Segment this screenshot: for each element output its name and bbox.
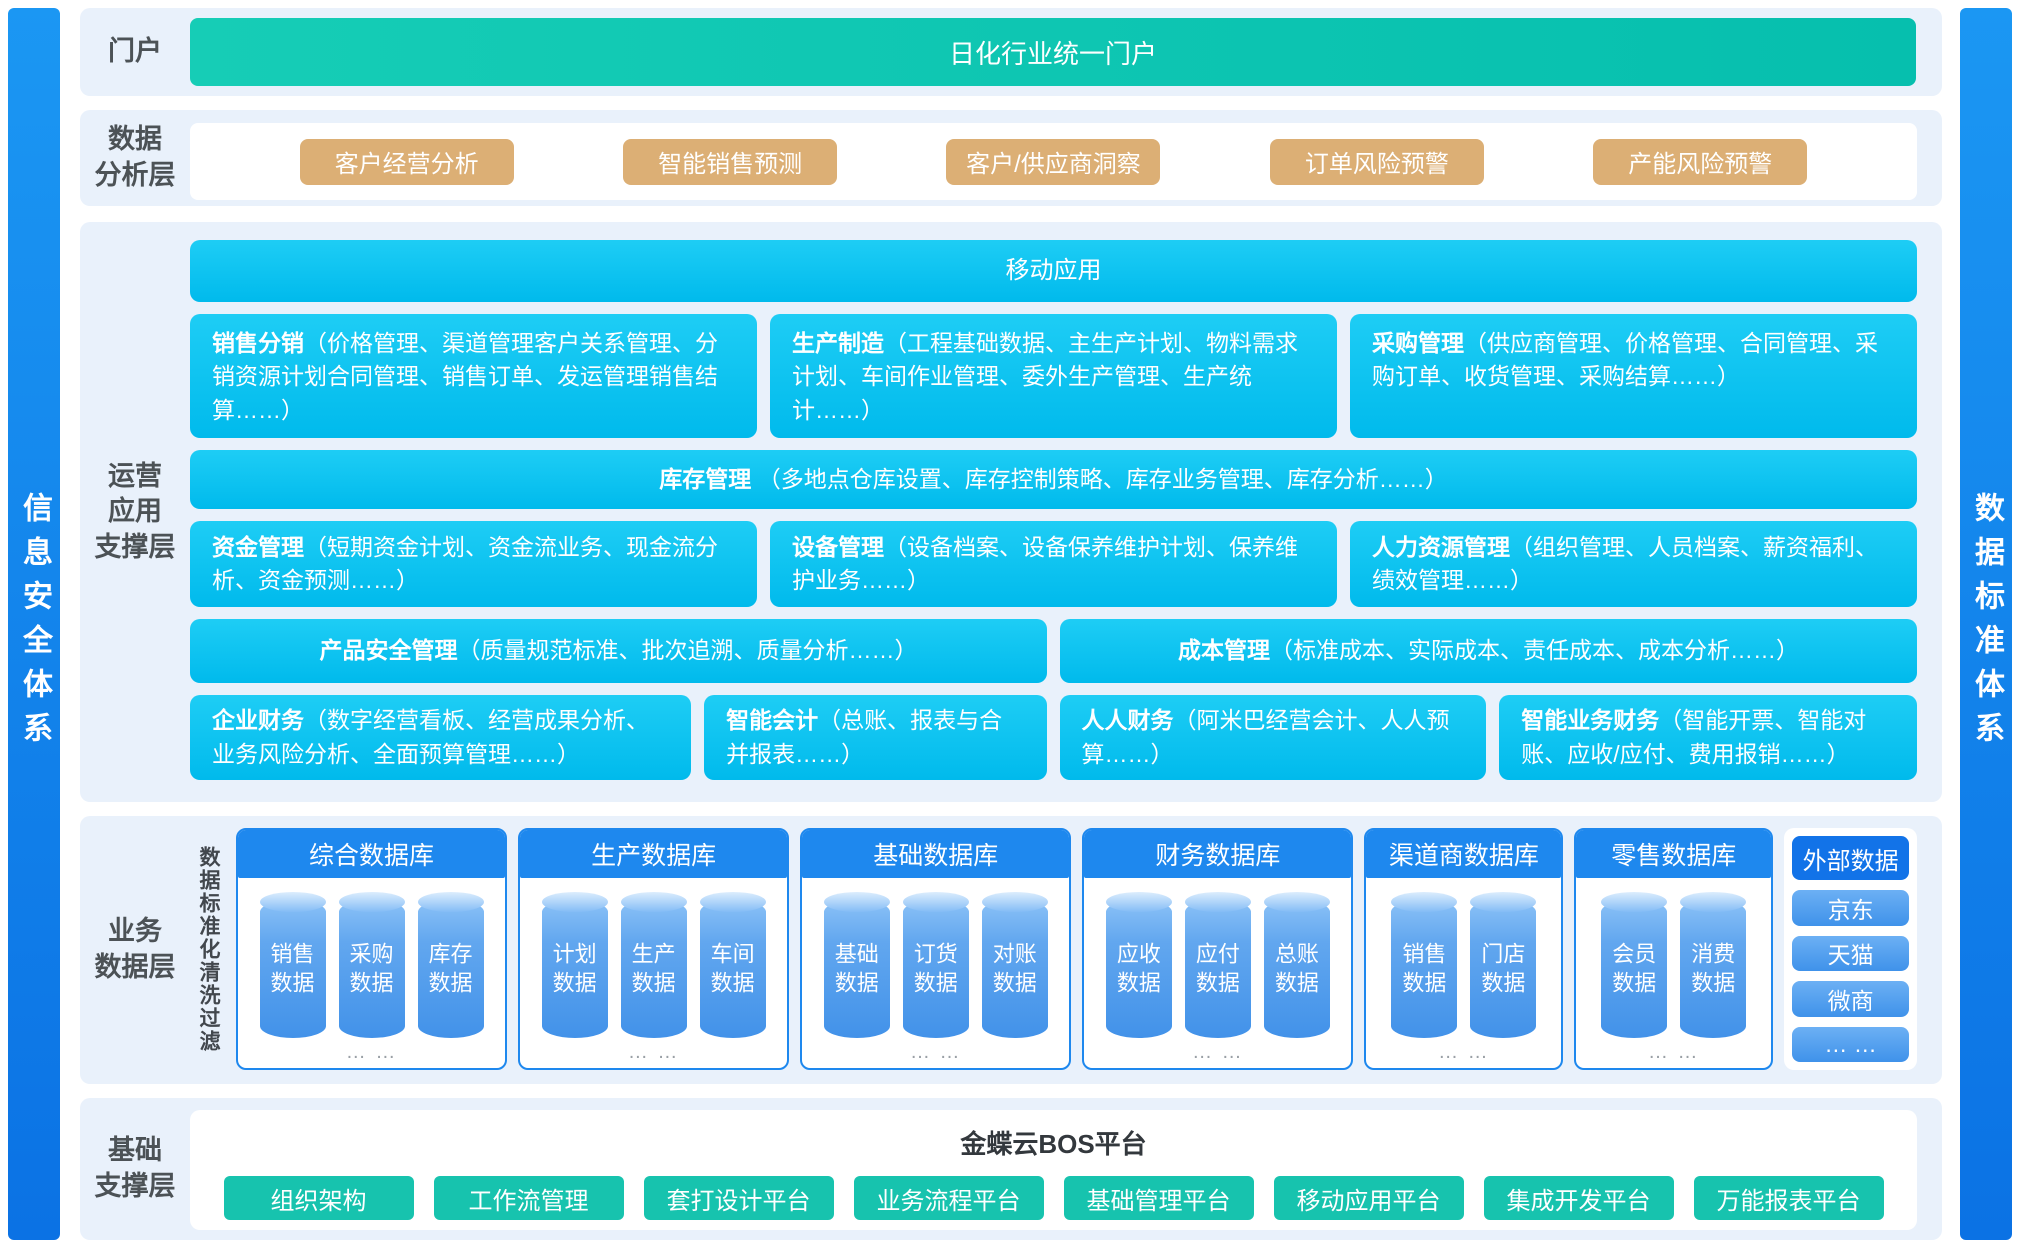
- portal-layer-label: 门户: [108, 36, 162, 67]
- module-procurement: 采购管理（供应商管理、价格管理、合同管理、采购订单、收货管理、采购结算……）: [1350, 314, 1917, 438]
- db-cylinder: 计划数据: [541, 892, 608, 1038]
- external-source-jd: 京东: [1792, 890, 1909, 926]
- db-cylinder: 基础数据: [823, 892, 890, 1038]
- data-standard-label: 数据标准体系: [1970, 492, 2003, 756]
- external-source-tmall: 天猫: [1792, 935, 1909, 971]
- db-cylinder: 应付数据: [1184, 892, 1251, 1038]
- module-sales-distribution: 销售分销（价格管理、渠道管理客户关系管理、分销资源计划合同管理、销售订单、发运管…: [190, 314, 757, 438]
- operations-layer: 运营 应用 支撑层 移动应用 销售分销（价格管理、渠道管理客户关系管理、分销资源…: [80, 222, 1942, 802]
- analysis-item-order-risk: 订单风险预警: [1269, 138, 1484, 185]
- database-group-finance: 财务数据库 应收数据 应付数据 总账数据 … …: [1082, 828, 1354, 1070]
- platform-basic-mgmt: 基础管理平台: [1063, 1176, 1254, 1220]
- analysis-item-sales-forecast: 智能销售预测: [623, 138, 838, 185]
- database-group-production: 生产数据库 计划数据 生产数据 车间数据 … …: [518, 828, 790, 1070]
- business-data-layer-label: 业务数据层: [94, 916, 176, 982]
- database-group-title: 渠道商数据库: [1366, 830, 1562, 878]
- module-funds: 资金管理（短期资金计划、资金流业务、现金流分析、资金预测……）: [190, 521, 757, 607]
- db-cylinder: 会员数据: [1601, 892, 1668, 1038]
- analysis-layer: 数据分析层 客户经营分析 智能销售预测 客户/供应商洞察 订单风险预警 产能风险…: [80, 110, 1942, 206]
- info-security-sidebar: 信息安全体系: [8, 8, 60, 1240]
- module-inventory: 库存管理 （多地点仓库设置、库存控制策略、库存业务管理、库存分析……）: [190, 450, 1917, 509]
- info-security-label: 信息安全体系: [18, 492, 51, 756]
- db-cylinder: 采购数据: [338, 892, 405, 1038]
- bos-platform-title: 金蝶云BOS平台: [960, 1129, 1147, 1159]
- db-cylinder: 车间数据: [699, 892, 766, 1038]
- module-cost: 成本管理（标准成本、实际成本、责任成本、成本分析……）: [1060, 619, 1917, 683]
- db-cylinder: 消费数据: [1680, 892, 1747, 1038]
- analysis-item-capacity-risk: 产能风险预警: [1593, 138, 1808, 185]
- db-cylinder: 生产数据: [620, 892, 687, 1038]
- db-cylinder: 库存数据: [417, 892, 484, 1038]
- platform-org-structure: 组织架构: [223, 1176, 414, 1220]
- analysis-item-customer-supplier-insight: 客户/供应商洞察: [946, 138, 1161, 185]
- operations-layer-label: 运营 应用 支撑层: [94, 460, 176, 562]
- module-enterprise-finance: 企业财务（数字经营看板、经营成果分析、业务风险分析、全面预算管理……）: [190, 695, 692, 780]
- db-cylinder: 销售数据: [1391, 892, 1458, 1038]
- unified-portal-title: 日化行业统一门户: [948, 38, 1157, 69]
- platform-workflow: 工作流管理: [433, 1176, 624, 1220]
- database-group-title: 基础数据库: [802, 830, 1070, 878]
- db-cylinder: 总账数据: [1263, 892, 1330, 1038]
- module-equipment: 设备管理（设备档案、设备保养维护计划、保养维护业务……）: [770, 521, 1337, 607]
- external-data-card: 外部数据 京东 天猫 微商 … …: [1784, 828, 1917, 1070]
- database-group-title: 生产数据库: [520, 830, 788, 878]
- more-dots: … …: [1438, 1041, 1490, 1063]
- business-data-layer: 业务数据层 数据标准化清洗过滤 综合数据库 销售数据 采购数据 库存数据 … ……: [80, 816, 1942, 1084]
- more-dots: … …: [627, 1041, 680, 1063]
- external-data-title: 外部数据: [1792, 836, 1909, 880]
- more-dots: … …: [1647, 1041, 1700, 1063]
- external-source-weishang: 微商: [1792, 981, 1909, 1017]
- more-dots: … …: [909, 1041, 962, 1063]
- database-group-retail: 零售数据库 会员数据 消费数据 … …: [1574, 828, 1774, 1070]
- module-smart-business-finance: 智能业务财务（智能开票、智能对账、应收/应付、费用报销……）: [1499, 695, 1917, 780]
- db-cylinder: 订货数据: [902, 892, 969, 1038]
- db-cylinder: 销售数据: [259, 892, 326, 1038]
- database-group-basic: 基础数据库 基础数据 订货数据 对账数据 … …: [800, 828, 1072, 1070]
- platform-mobile-app: 移动应用平台: [1273, 1176, 1464, 1220]
- bos-platform-card: 金蝶云BOS平台 组织架构 工作流管理 套打设计平台 业务流程平台 基础管理平台…: [190, 1110, 1917, 1230]
- module-everyone-finance: 人人财务（阿米巴经营会计、人人预算……）: [1059, 695, 1487, 780]
- data-cleaning-filter-strip: 数据标准化清洗过滤: [197, 845, 220, 1053]
- module-product-safety: 产品安全管理（质量规范标准、批次追溯、质量分析……）: [190, 619, 1047, 683]
- db-cylinder: 对账数据: [981, 892, 1048, 1038]
- external-source-more: … …: [1792, 1026, 1909, 1062]
- platform-business-process: 业务流程平台: [853, 1176, 1044, 1220]
- foundation-layer-label: 基础支撑层: [94, 1135, 176, 1201]
- portal-layer: 门户 日化行业统一门户: [80, 8, 1942, 96]
- more-dots: … …: [1192, 1041, 1244, 1063]
- analysis-layer-label: 数据分析层: [94, 124, 176, 190]
- more-dots: … …: [345, 1041, 398, 1063]
- database-group-title: 综合数据库: [238, 830, 506, 878]
- module-hr: 人力资源管理（组织管理、人员档案、薪资福利、绩效管理……）: [1350, 521, 1917, 607]
- db-cylinder: 应收数据: [1105, 892, 1172, 1038]
- mobile-app-bar: 移动应用: [190, 240, 1917, 302]
- analysis-card: 客户经营分析 智能销售预测 客户/供应商洞察 订单风险预警 产能风险预警: [190, 123, 1917, 200]
- platform-integration-dev: 集成开发平台: [1483, 1176, 1674, 1220]
- platform-print-design: 套打设计平台: [643, 1176, 834, 1220]
- db-cylinder: 门店数据: [1470, 892, 1537, 1038]
- analysis-item-customer-operation: 客户经营分析: [299, 138, 514, 185]
- data-standard-sidebar: 数据标准体系: [1960, 8, 2012, 1240]
- database-group-title: 零售数据库: [1576, 830, 1772, 878]
- foundation-layer: 基础支撑层 金蝶云BOS平台 组织架构 工作流管理 套打设计平台 业务流程平台 …: [80, 1098, 1942, 1240]
- database-group-channel: 渠道商数据库 销售数据 门店数据 … …: [1364, 828, 1564, 1070]
- module-manufacturing: 生产制造（工程基础数据、主生产计划、物料需求计划、车间作业管理、委外生产管理、生…: [770, 314, 1337, 438]
- database-group-title: 财务数据库: [1084, 830, 1352, 878]
- platform-universal-report: 万能报表平台: [1693, 1176, 1884, 1220]
- unified-portal-bar: 日化行业统一门户: [190, 18, 1916, 86]
- module-smart-accounting: 智能会计（总账、报表与合并报表……）: [704, 695, 1047, 780]
- database-group-comprehensive: 综合数据库 销售数据 采购数据 库存数据 … …: [236, 828, 508, 1070]
